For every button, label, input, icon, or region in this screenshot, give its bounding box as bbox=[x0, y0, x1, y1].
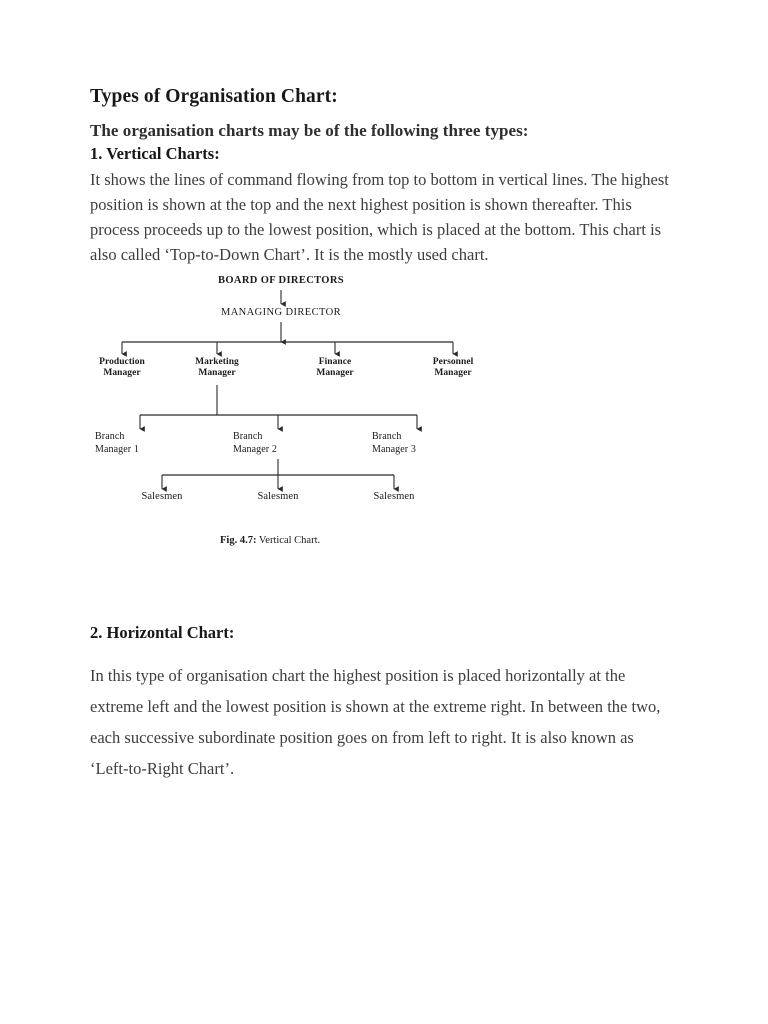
org-node-branch-manager-1: Branch Manager 1 bbox=[95, 431, 139, 455]
figure-caption: Fig. 4.7: Vertical Chart. bbox=[220, 535, 320, 546]
org-node-board-of-directors: BOARD OF DIRECTORS bbox=[218, 275, 344, 287]
figure-caption-text: Vertical Chart. bbox=[256, 535, 321, 547]
org-node-branch-manager-2: Branch Manager 2 bbox=[233, 431, 277, 455]
org-node-salesmen-1: Salesmen bbox=[141, 491, 183, 503]
page-title: Types of Organisation Chart: bbox=[90, 86, 338, 107]
section-heading-horizontal-chart: 2. Horizontal Chart: bbox=[90, 623, 235, 643]
section-body-horizontal-chart: In this type of organisation chart the h… bbox=[90, 665, 661, 778]
org-node-finance-manager: Finance Manager bbox=[316, 357, 354, 379]
document-content: Types of Organisation Chart: The organis… bbox=[90, 86, 675, 784]
org-node-personnel-manager: Personnel Manager bbox=[432, 357, 474, 379]
section-spacer bbox=[90, 563, 675, 621]
org-chart-connectors bbox=[121, 290, 458, 493]
org-node-managing-director: MANAGING DIRECTOR bbox=[220, 307, 342, 319]
org-node-branch-manager-3: Branch Manager 3 bbox=[372, 431, 416, 455]
figure-caption-label: Fig. 4.7: bbox=[220, 535, 257, 547]
section-heading-vertical-charts: 1. Vertical Charts: bbox=[90, 144, 220, 164]
org-node-salesmen-3: Salesmen bbox=[373, 491, 415, 503]
section-body-vertical-charts: It shows the lines of command flowing fr… bbox=[90, 169, 669, 265]
org-node-production-manager: Production Manager bbox=[99, 357, 145, 379]
lead-paragraph: The organisation charts may be of the fo… bbox=[90, 121, 529, 141]
org-node-marketing-manager: Marketing Manager bbox=[195, 357, 239, 379]
heading-body-spacer bbox=[90, 646, 675, 660]
org-node-salesmen-2: Salesmen bbox=[257, 491, 299, 503]
figure-vertical-chart: BOARD OF DIRECTORS MANAGING DIRECTOR Pro… bbox=[90, 273, 675, 563]
